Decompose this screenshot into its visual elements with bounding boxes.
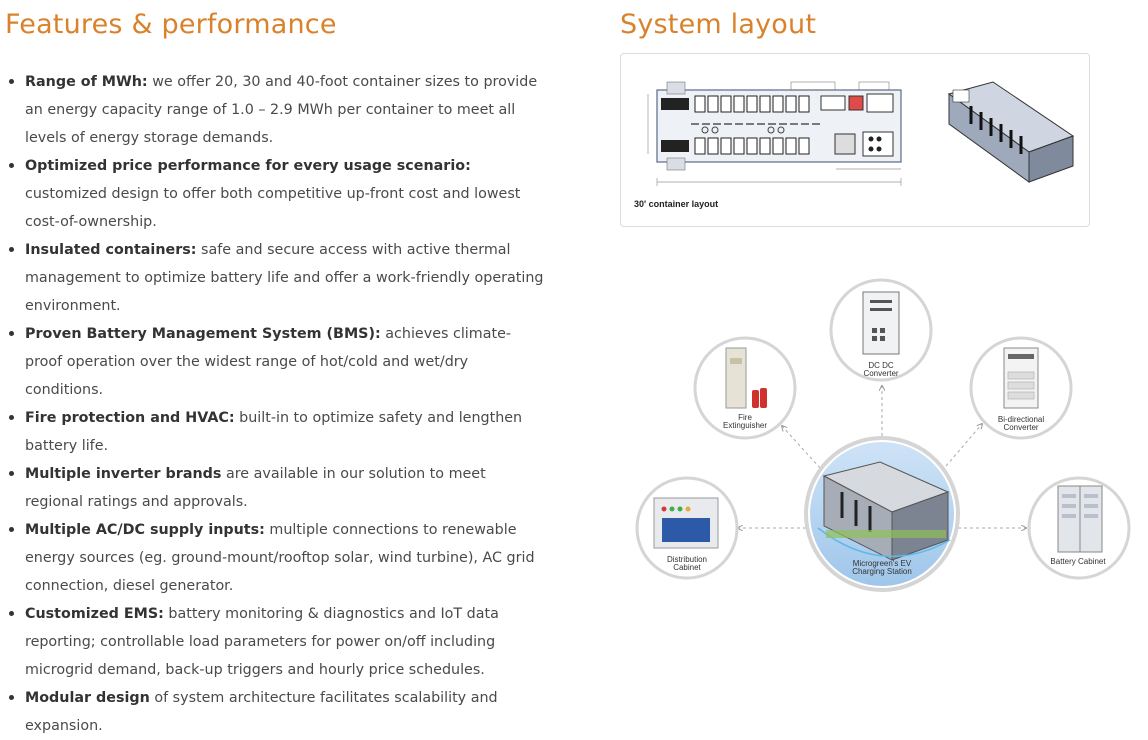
label-line: DC DC — [868, 361, 894, 370]
list-item: Multiple inverter brands are available i… — [8, 460, 548, 516]
label-line: Fire — [738, 413, 752, 422]
bidirectional-converter-node — [969, 336, 1073, 440]
container-3d-icon — [947, 81, 1075, 183]
item-title: Multiple AC/DC supply inputs: — [25, 522, 265, 538]
list-item: Modular design of system architecture fa… — [8, 684, 548, 740]
item-text: we offer 20, 30 and 40-foot container si… — [25, 74, 538, 146]
ev-charging-station-label: Microgreen's EV Charging Station — [832, 560, 932, 576]
label-line: Charging Station — [852, 567, 912, 576]
list-item: Optimized price performance for every us… — [8, 152, 548, 236]
fire-extinguisher-node — [693, 336, 797, 440]
list-item: Fire protection and HVAC: built-in to op… — [8, 404, 548, 460]
distribution-cabinet-label: Distribution Cabinet — [637, 556, 737, 572]
item-title: Insulated containers: — [25, 242, 197, 258]
features-list: Range of MWh: we offer 20, 30 and 40-foo… — [8, 68, 548, 740]
bidirectional-converter-label: Bi-directional Converter — [971, 416, 1071, 432]
item-title: Range of MWh: — [25, 74, 148, 90]
features-heading: Features & performance — [5, 9, 337, 40]
list-item: Customized EMS: battery monitoring & dia… — [8, 600, 548, 684]
item-text: safe and secure access with active therm… — [25, 242, 544, 314]
label-line: Cabinet — [673, 563, 701, 572]
container-layout-figure: 30' container layout — [620, 53, 1090, 227]
distribution-cabinet-node — [635, 476, 739, 580]
dcdc-converter-node — [829, 278, 933, 382]
system-layout-heading: System layout — [620, 9, 817, 40]
battery-cabinet-node — [1027, 476, 1131, 580]
label-line: Distribution — [666, 555, 707, 564]
list-item: Multiple AC/DC supply inputs: multiple c… — [8, 516, 548, 600]
item-text: battery monitoring & diagnostics and IoT… — [25, 606, 499, 678]
item-title: Customized EMS: — [25, 606, 164, 622]
label-line: Battery Cabinet — [1050, 557, 1106, 566]
label-line: Converter — [863, 369, 899, 378]
system-diagram: DC DC Converter Fire Extinguisher Bi-dir… — [630, 278, 1140, 598]
item-title: Proven Battery Management System (BMS): — [25, 326, 381, 342]
item-title: Multiple inverter brands — [25, 466, 222, 482]
list-item: Range of MWh: we offer 20, 30 and 40-foo… — [8, 68, 548, 152]
label-line: Microgreen's EV — [852, 559, 912, 568]
list-item: Proven Battery Management System (BMS): … — [8, 320, 548, 404]
item-title: Fire protection and HVAC: — [25, 410, 235, 426]
dcdc-converter-label: DC DC Converter — [831, 362, 931, 378]
battery-cabinet-label: Battery Cabinet — [1028, 558, 1128, 566]
fire-extinguisher-label: Fire Extinguisher — [695, 414, 795, 430]
container-plan-drawing — [647, 81, 1075, 186]
list-item: Insulated containers: safe and secure ac… — [8, 236, 548, 320]
item-title: Optimized price performance for every us… — [25, 158, 471, 174]
item-title: Modular design — [25, 690, 150, 706]
layout-caption: 30' container layout — [634, 199, 719, 209]
ev-charging-station-node — [804, 436, 960, 592]
label-line: Bi-directional — [997, 415, 1045, 424]
item-text: built-in to optimize safety and lengthen… — [25, 410, 523, 454]
item-text: are available in our solution to meet re… — [25, 466, 486, 510]
diagram-connectors — [635, 278, 1131, 592]
item-text: multiple connections to renewable energy… — [25, 522, 535, 594]
item-text: achieves climate-proof operation over th… — [25, 326, 512, 398]
label-line: Converter — [1003, 423, 1039, 432]
label-line: Extinguisher — [722, 421, 768, 430]
item-text: customized design to offer both competit… — [25, 186, 521, 230]
